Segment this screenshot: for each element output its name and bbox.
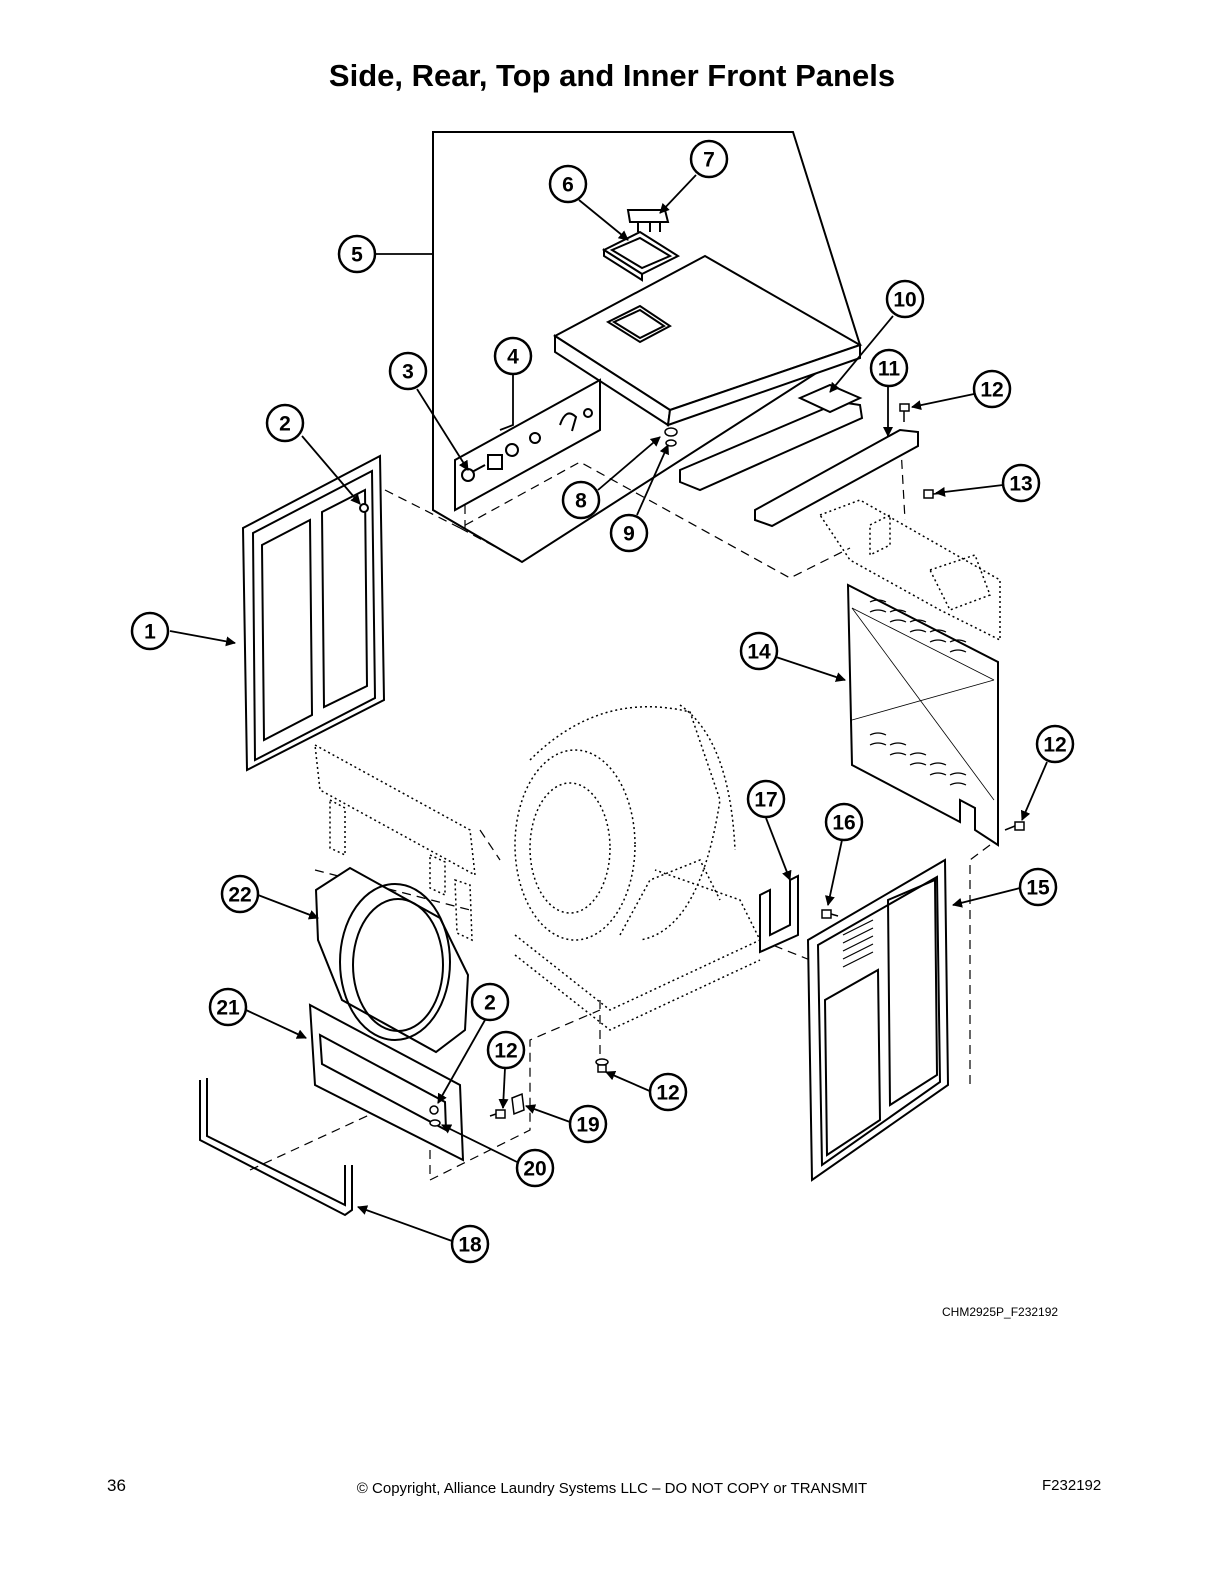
callout-12-right: 12 xyxy=(1043,734,1066,757)
toe-panel-fasteners xyxy=(429,1105,441,1127)
callout-2-lower: 2 xyxy=(484,992,496,1015)
bracket-screw xyxy=(899,403,910,422)
callout-22: 22 xyxy=(228,884,251,907)
rear-panel xyxy=(846,583,999,847)
callout-20: 20 xyxy=(523,1158,546,1181)
lid-handle xyxy=(601,230,681,282)
callout-17: 17 xyxy=(754,789,777,812)
copyright-notice: © Copyright, Alliance Laundry Systems LL… xyxy=(356,1480,868,1497)
left-side-panel xyxy=(241,454,386,772)
page-number: 36 xyxy=(107,1476,126,1495)
top-panel-washers xyxy=(664,427,678,447)
base-screw xyxy=(595,1058,609,1073)
lid-hinge xyxy=(626,209,670,232)
callout-7: 7 xyxy=(703,149,715,172)
rear-housing-dotted xyxy=(818,499,1001,642)
top-panel-assembly-outline xyxy=(432,131,862,564)
callout-15: 15 xyxy=(1026,877,1050,900)
page-title: Side, Rear, Top and Inner Front Panels xyxy=(328,58,896,93)
toe-panel-clip xyxy=(511,1092,525,1116)
rear-screw xyxy=(923,489,946,499)
callout-4: 4 xyxy=(507,346,519,369)
callout-8: 8 xyxy=(575,490,587,513)
callout-circles xyxy=(130,139,1075,1264)
drum-base-dotted xyxy=(514,704,762,1031)
callout-3: 3 xyxy=(402,361,414,384)
channel-bracket xyxy=(759,874,799,954)
callout-14: 14 xyxy=(747,641,771,664)
callout-11: 11 xyxy=(878,358,901,381)
rear-top-cover xyxy=(679,383,864,492)
callout-13: 13 xyxy=(1009,473,1032,496)
callout-1: 1 xyxy=(144,621,156,644)
callout-21: 21 xyxy=(216,997,240,1020)
callout-12-top: 12 xyxy=(980,379,1003,402)
document-number: F232192 xyxy=(1042,1477,1102,1494)
callout-12-toe: 12 xyxy=(494,1040,517,1063)
inner-front-panel xyxy=(314,866,470,1054)
control-housing-dotted xyxy=(314,743,476,942)
right-side-panel xyxy=(806,858,950,1182)
callout-5: 5 xyxy=(351,244,363,267)
callout-2: 2 xyxy=(279,413,291,436)
top-panel xyxy=(553,254,863,427)
lock-mounting-plate xyxy=(454,378,601,512)
drawing-code: CHM2925P_F232192 xyxy=(942,1305,1059,1319)
callout-6: 6 xyxy=(562,174,574,197)
callout-12-base: 12 xyxy=(656,1082,679,1105)
callout-10: 10 xyxy=(893,289,916,312)
callout-leaders xyxy=(169,174,1048,1242)
callout-9: 9 xyxy=(623,523,635,546)
rear-panel-screw xyxy=(1004,821,1025,831)
u-shaped-rod xyxy=(199,1078,353,1217)
rear-bracket xyxy=(754,428,919,528)
callout-18: 18 xyxy=(458,1234,482,1257)
side-panel-screw xyxy=(821,909,839,919)
toe-panel-screw xyxy=(489,1109,506,1119)
callout-19: 19 xyxy=(576,1114,599,1137)
callout-16: 16 xyxy=(832,812,855,835)
